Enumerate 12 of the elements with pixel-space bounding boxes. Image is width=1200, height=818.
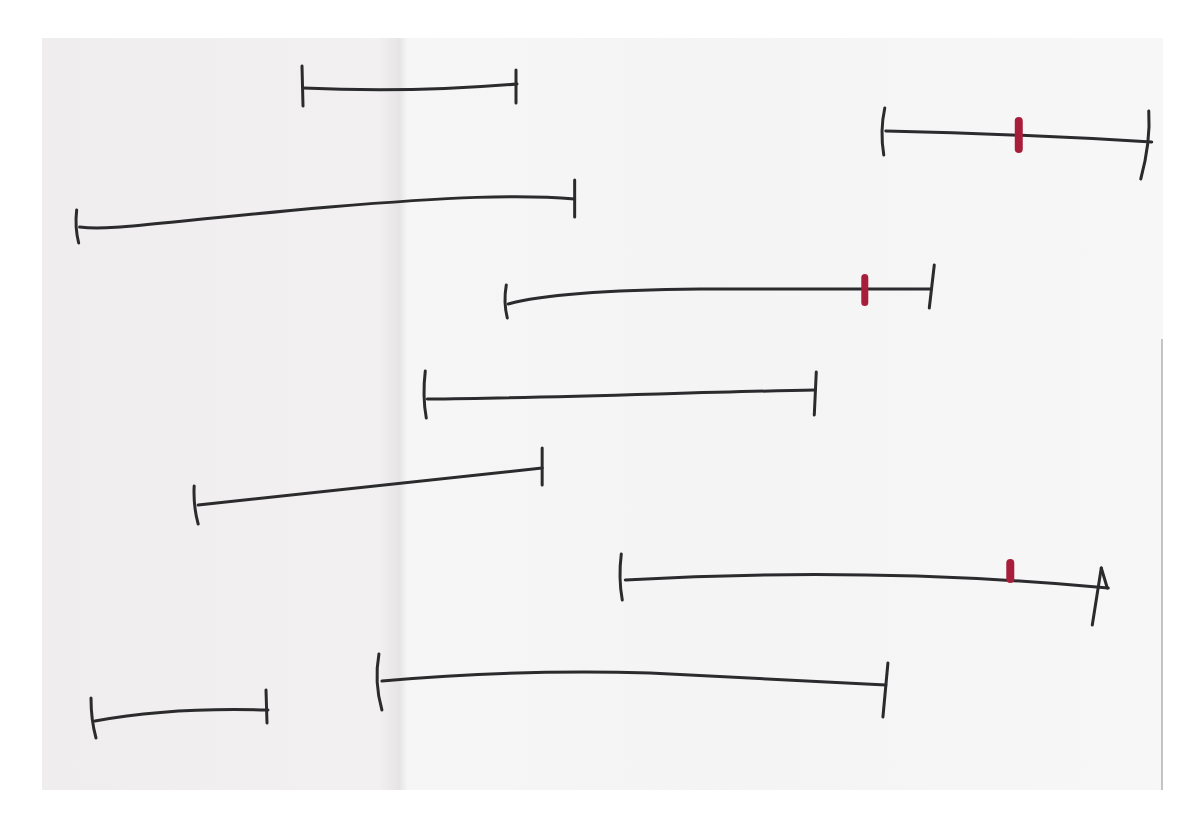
interval-line (617, 552, 1110, 627)
interval-line (421, 369, 818, 420)
interval-line (375, 652, 890, 719)
tick-mark (1006, 559, 1014, 583)
interval-line (89, 688, 270, 740)
interval-line (502, 263, 936, 320)
interval-line (74, 178, 577, 245)
interval-line (300, 64, 519, 108)
interval-line (880, 106, 1154, 181)
tick-mark (861, 274, 868, 306)
tick-mark (1015, 117, 1023, 153)
interval-line (191, 446, 544, 526)
